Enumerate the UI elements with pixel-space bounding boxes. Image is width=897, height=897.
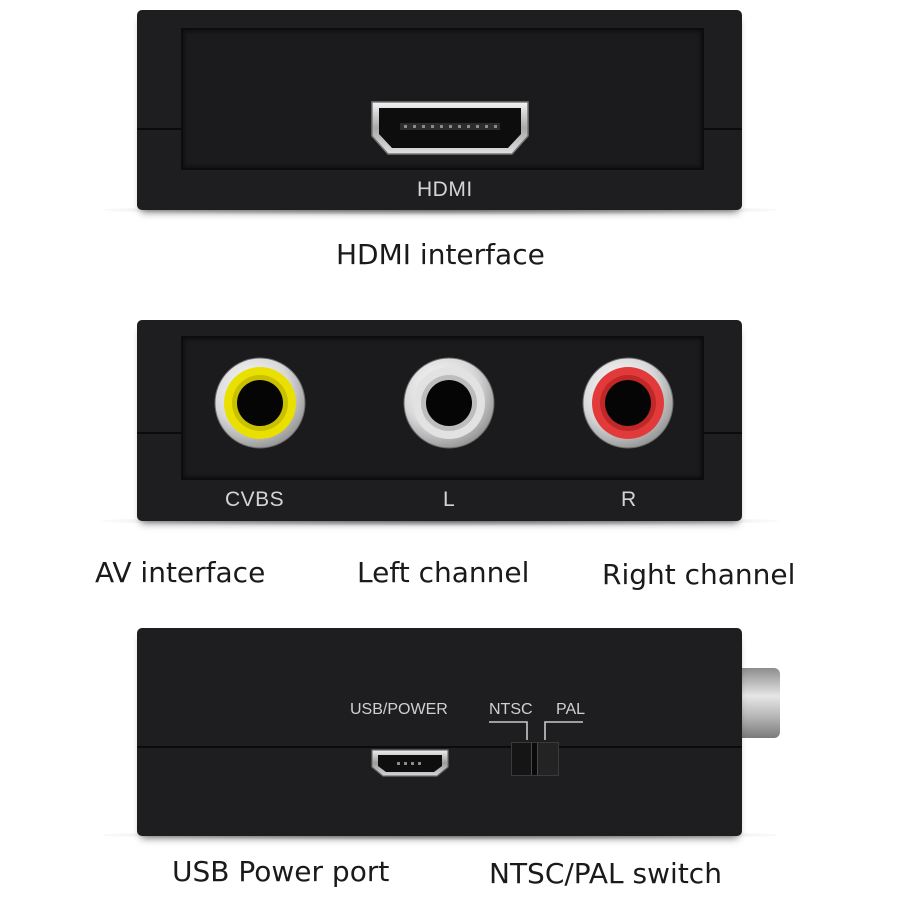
right-port-label: R: [621, 488, 637, 511]
cvbs-port-label: CVBS: [225, 488, 285, 511]
left-port-label: L: [443, 488, 456, 511]
hdmi-port-icon: [371, 101, 529, 155]
switch-bracket-lines: [489, 721, 583, 740]
cvbs-jack-icon: [214, 357, 306, 449]
ntsc-label: NTSC: [489, 701, 533, 718]
side-connector-stub: [738, 668, 780, 738]
case-seam-full: [137, 746, 742, 748]
ntsc-pal-switch[interactable]: [511, 742, 559, 776]
switch-slider-pal[interactable]: [537, 743, 558, 775]
av-device-panel: CVBS L R: [137, 320, 742, 521]
usb-device-panel: USB/POWER NTSC PAL: [137, 628, 742, 836]
right-channel-caption: Right channel: [602, 558, 796, 591]
hdmi-device-panel: HDMI: [137, 10, 742, 210]
av-panel-shadow: [100, 516, 780, 526]
av-interface-caption: AV interface: [95, 556, 266, 589]
left-channel-jack-icon: [403, 357, 495, 449]
hdmi-panel-shadow: [100, 205, 780, 215]
hdmi-interface-caption: HDMI interface: [336, 238, 545, 271]
case-seam-left: [137, 432, 181, 434]
ntsc-pal-switch-caption: NTSC/PAL switch: [489, 857, 722, 890]
hdmi-port-label: HDMI: [417, 178, 473, 201]
left-channel-caption: Left channel: [357, 556, 530, 589]
case-seam-left: [137, 128, 181, 130]
mini-usb-port-icon: [371, 749, 449, 777]
case-seam-right: [698, 128, 742, 130]
switch-slot-ntsc: [512, 743, 532, 775]
usb-power-label: USB/POWER: [350, 701, 448, 718]
case-seam-right: [698, 432, 742, 434]
pal-label: PAL: [556, 701, 586, 718]
right-channel-jack-icon: [582, 357, 674, 449]
usb-power-port-caption: USB Power port: [172, 855, 390, 888]
